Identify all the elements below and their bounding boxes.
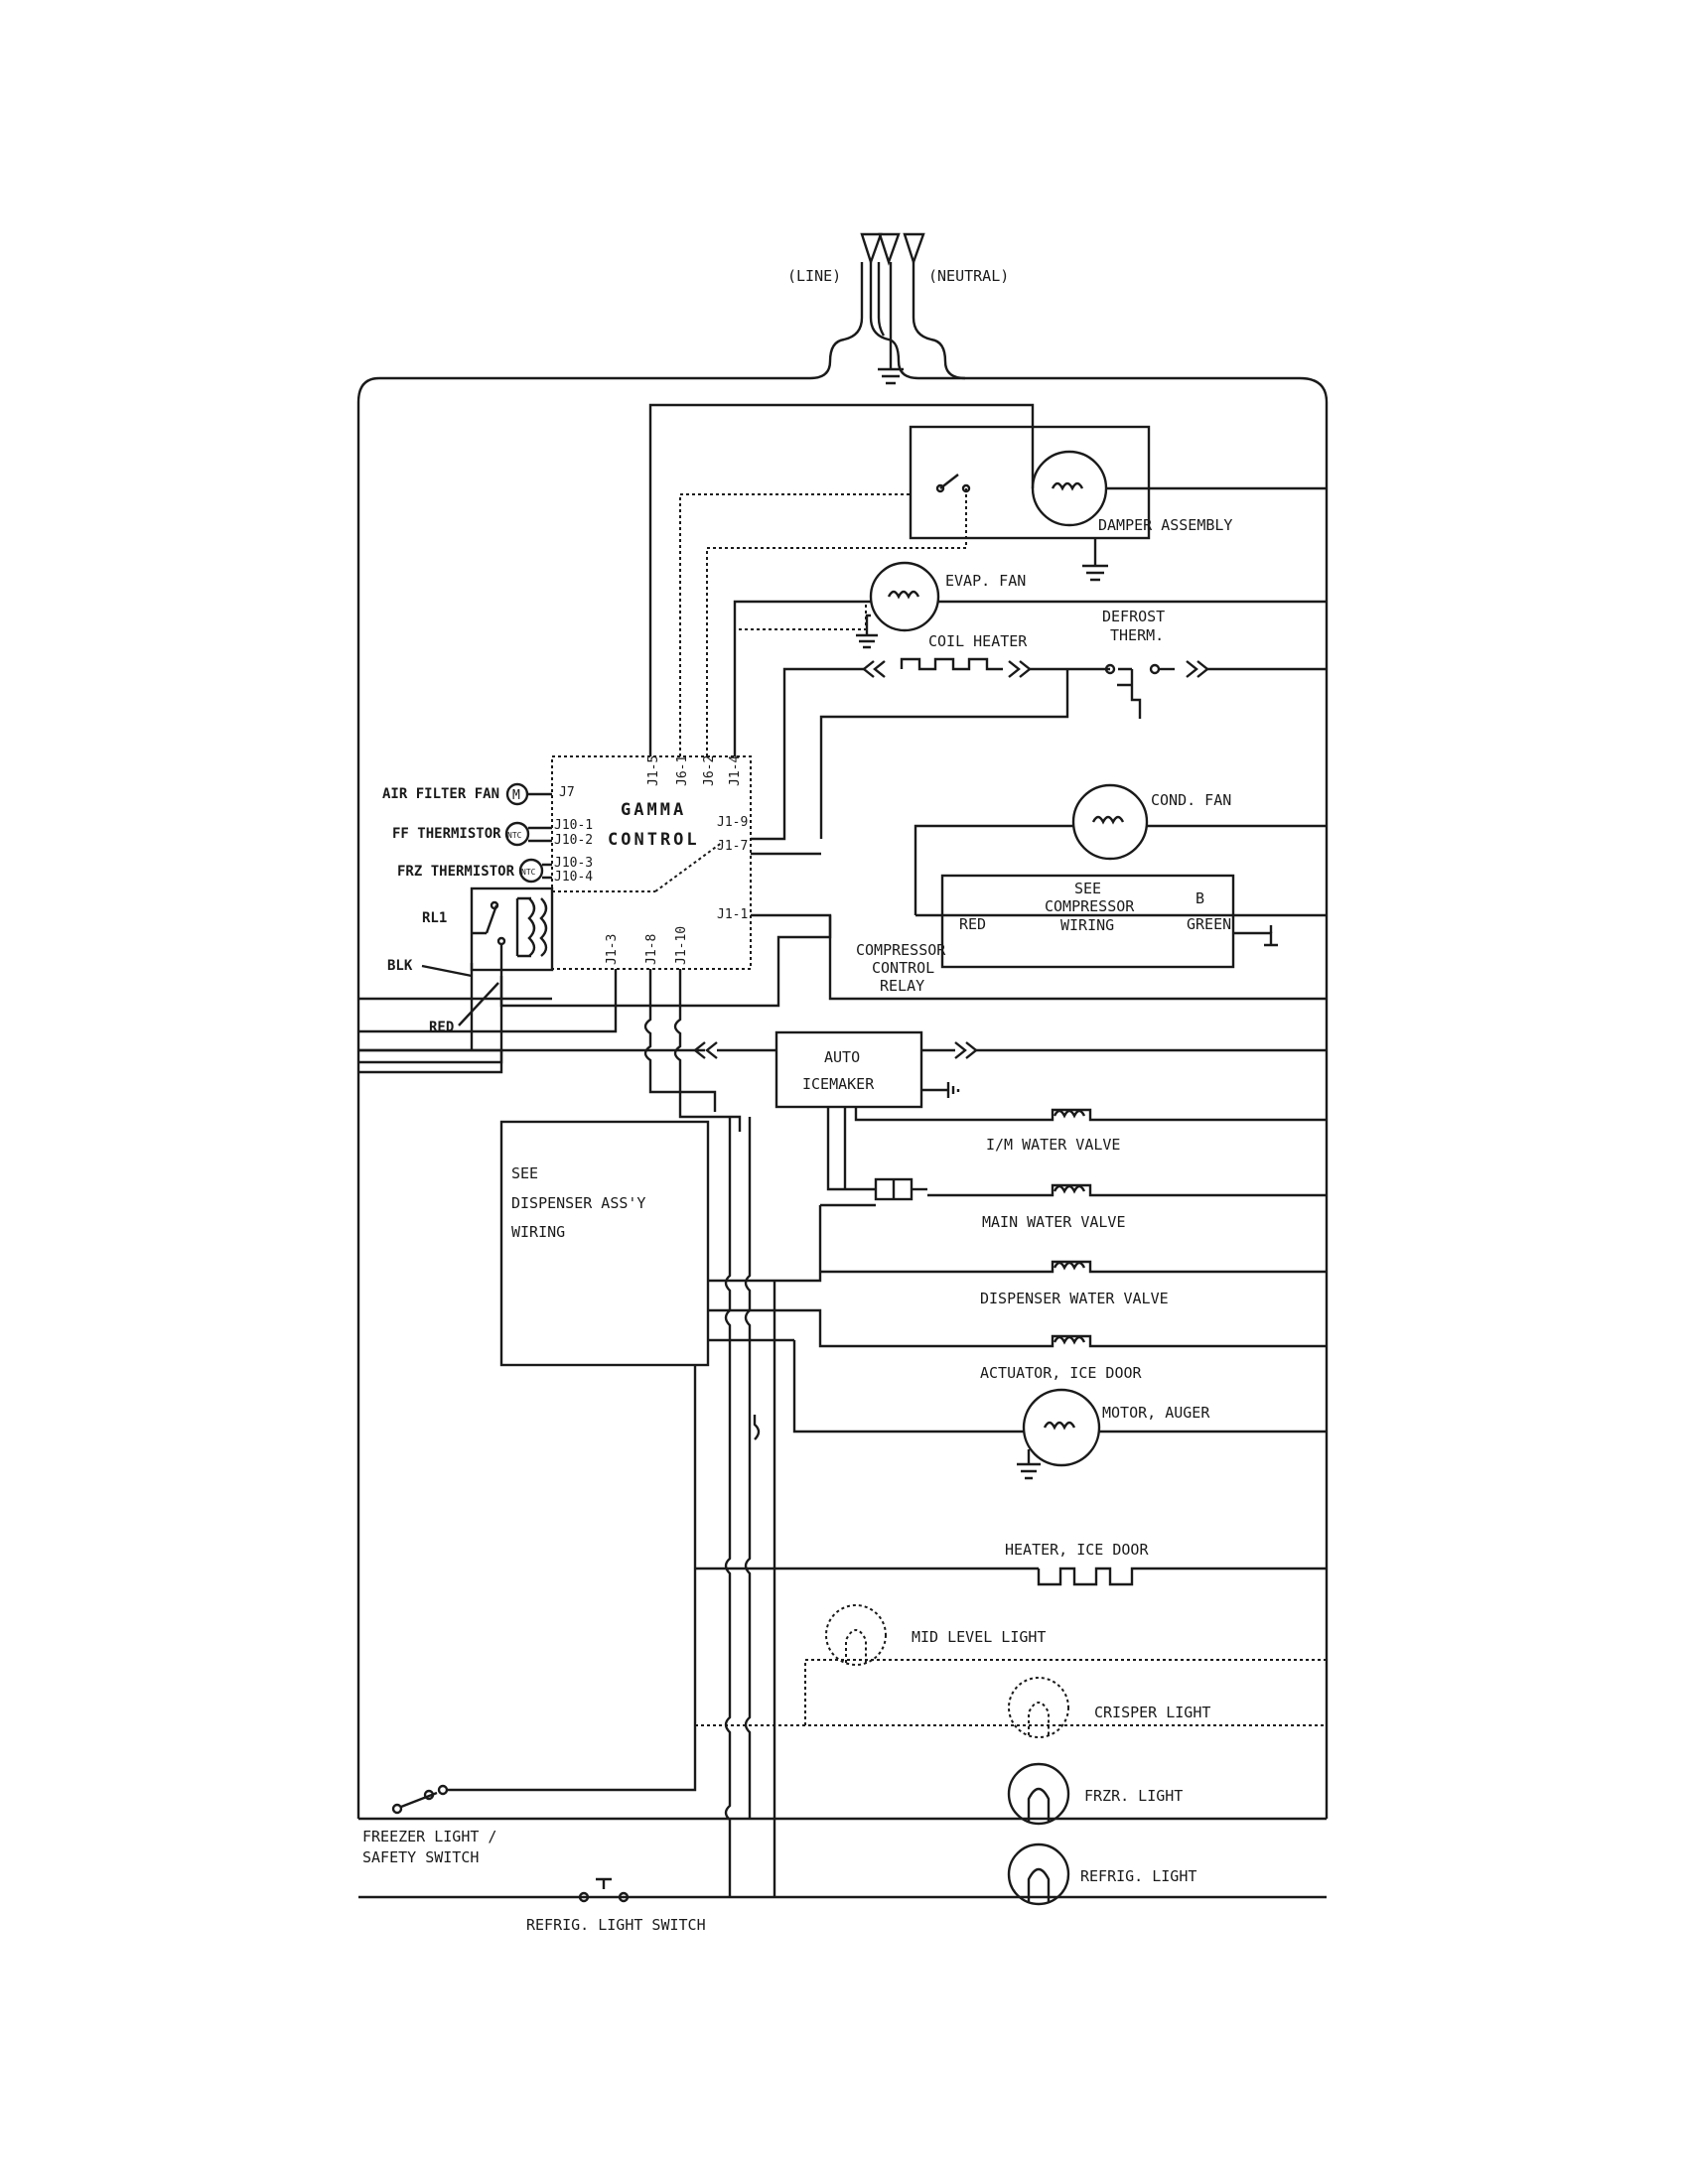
crisper-light-label: CRISPER LIGHT	[1094, 1704, 1210, 1721]
motor-auger-label: MOTOR, AUGER	[1102, 1404, 1210, 1422]
main-water-valve-label: MAIN WATER VALVE	[982, 1213, 1126, 1231]
heater-ice-door-label: HEATER, ICE DOOR	[1005, 1541, 1149, 1559]
thermistor-icon	[504, 821, 530, 847]
compressor-wiring-box	[940, 874, 1235, 969]
pin-j6-2: J6-2	[702, 755, 717, 786]
ff-thermistor-mark: NTC	[507, 831, 522, 840]
cond-fan-label: COND. FAN	[1151, 791, 1231, 809]
ground-icon	[946, 1082, 960, 1098]
freezer-switch-label-1: FREEZER LIGHT /	[362, 1828, 496, 1845]
icemaker-label-2: ICEMAKER	[802, 1075, 875, 1093]
pin-j1-10: J1-10	[674, 926, 689, 965]
thermistor-icon	[518, 858, 544, 884]
pin-j6-1: J6-1	[675, 755, 690, 786]
comp-b-label: B	[1196, 889, 1204, 907]
plug-arrow-icon	[860, 232, 925, 266]
frz-thermistor-mark: NTC	[521, 868, 536, 877]
crisper-light	[1008, 1677, 1069, 1738]
pin-j1-9: J1-9	[717, 815, 748, 830]
refrig-light-label: REFRIG. LIGHT	[1080, 1867, 1196, 1885]
red-label: RED	[429, 1020, 454, 1035]
actuator-ice-door	[1033, 1334, 1110, 1348]
comp-green-label: GREEN	[1187, 915, 1231, 933]
ground-icon	[878, 367, 904, 385]
mid-level-light-label: MID LEVEL LIGHT	[912, 1628, 1046, 1646]
refrig-switch-label: REFRIG. LIGHT SWITCH	[526, 1916, 706, 1934]
rl1-label: RL1	[422, 910, 447, 926]
pin-j1-8: J1-8	[644, 934, 659, 965]
icemaker-label-1: AUTO	[824, 1048, 860, 1066]
defrost-label-2: THERM.	[1110, 626, 1164, 644]
pin-j1-1: J1-1	[717, 907, 748, 922]
pin-j10-4: J10-4	[554, 870, 593, 885]
dispenser-assy-box	[499, 1120, 710, 1367]
pin-j1-7: J1-7	[717, 839, 748, 854]
freezer-light-safety-switch	[391, 1365, 697, 1815]
compressor-label-1: SEE	[1074, 880, 1101, 897]
damper-assembly-label: DAMPER ASSEMBLY	[1098, 516, 1232, 534]
auto-icemaker-box	[774, 1030, 923, 1109]
main-water-valve	[1033, 1183, 1110, 1197]
connector-icon	[874, 1177, 914, 1201]
compressor-label-2: COMPRESSOR	[1045, 897, 1135, 915]
mid-level-light	[825, 1604, 887, 1666]
motor-mark: M	[512, 788, 520, 803]
motor-auger	[1022, 1388, 1101, 1467]
control-title-1: GAMMA	[621, 800, 686, 820]
pin-j1-4: J1-4	[728, 755, 743, 786]
heater-ice-door	[1037, 1567, 1140, 1586]
freezer-switch-label-2: SAFETY SWITCH	[362, 1848, 479, 1866]
control-title-2: CONTROL	[608, 830, 700, 850]
evap-fan	[869, 561, 940, 632]
dispenser-label-1: SEE	[511, 1164, 538, 1182]
im-water-valve-label: I/M WATER VALVE	[986, 1136, 1120, 1154]
ground-icon	[1264, 925, 1278, 947]
evap-fan-label: EVAP. FAN	[945, 572, 1026, 590]
compressor-label-3: WIRING	[1060, 916, 1114, 934]
line-label: (LINE)	[787, 267, 841, 285]
neutral-label: (NEUTRAL)	[928, 267, 1009, 285]
pin-j1-5: J1-5	[646, 755, 661, 786]
gamma-control-board	[551, 755, 752, 970]
refrig-light-switch	[578, 1877, 630, 1903]
refrig-light	[1007, 1843, 1070, 1906]
relay-label-1: COMPRESSOR	[856, 941, 946, 959]
dispenser-water-valve	[1033, 1260, 1110, 1274]
power-cord	[356, 262, 1329, 1819]
defrost-thermostat	[1104, 663, 1161, 719]
pin-j10-3: J10-3	[554, 856, 593, 871]
coil-heater	[900, 657, 1003, 671]
frzr-light-label: FRZR. LIGHT	[1084, 1787, 1183, 1805]
frz-thermistor-label: FRZ THERMISTOR	[397, 864, 515, 880]
dispenser-water-valve-label: DISPENSER WATER VALVE	[980, 1290, 1169, 1307]
frzr-light	[1007, 1762, 1070, 1826]
pin-j1-3: J1-3	[605, 934, 620, 965]
ff-thermistor-label: FF THERMISTOR	[392, 826, 501, 842]
actuator-label: ACTUATOR, ICE DOOR	[980, 1364, 1143, 1382]
pin-j7: J7	[559, 785, 575, 800]
comp-red-label: RED	[959, 915, 986, 933]
dispenser-label-3: WIRING	[511, 1223, 565, 1241]
relay-label-3: RELAY	[880, 977, 924, 995]
air-filter-fan-label: AIR FILTER FAN	[382, 786, 499, 802]
defrost-label-1: DEFROST	[1102, 608, 1165, 625]
pin-j10-1: J10-1	[554, 818, 593, 833]
cond-fan	[1071, 783, 1149, 861]
im-water-valve	[1033, 1108, 1110, 1122]
pin-j10-2: J10-2	[554, 833, 593, 848]
blk-label: BLK	[387, 958, 413, 974]
coil-heater-label: COIL HEATER	[928, 632, 1028, 650]
dispenser-label-2: DISPENSER ASS'Y	[511, 1194, 645, 1212]
relay-label-2: CONTROL	[872, 959, 934, 977]
relay-rl1	[470, 887, 554, 972]
